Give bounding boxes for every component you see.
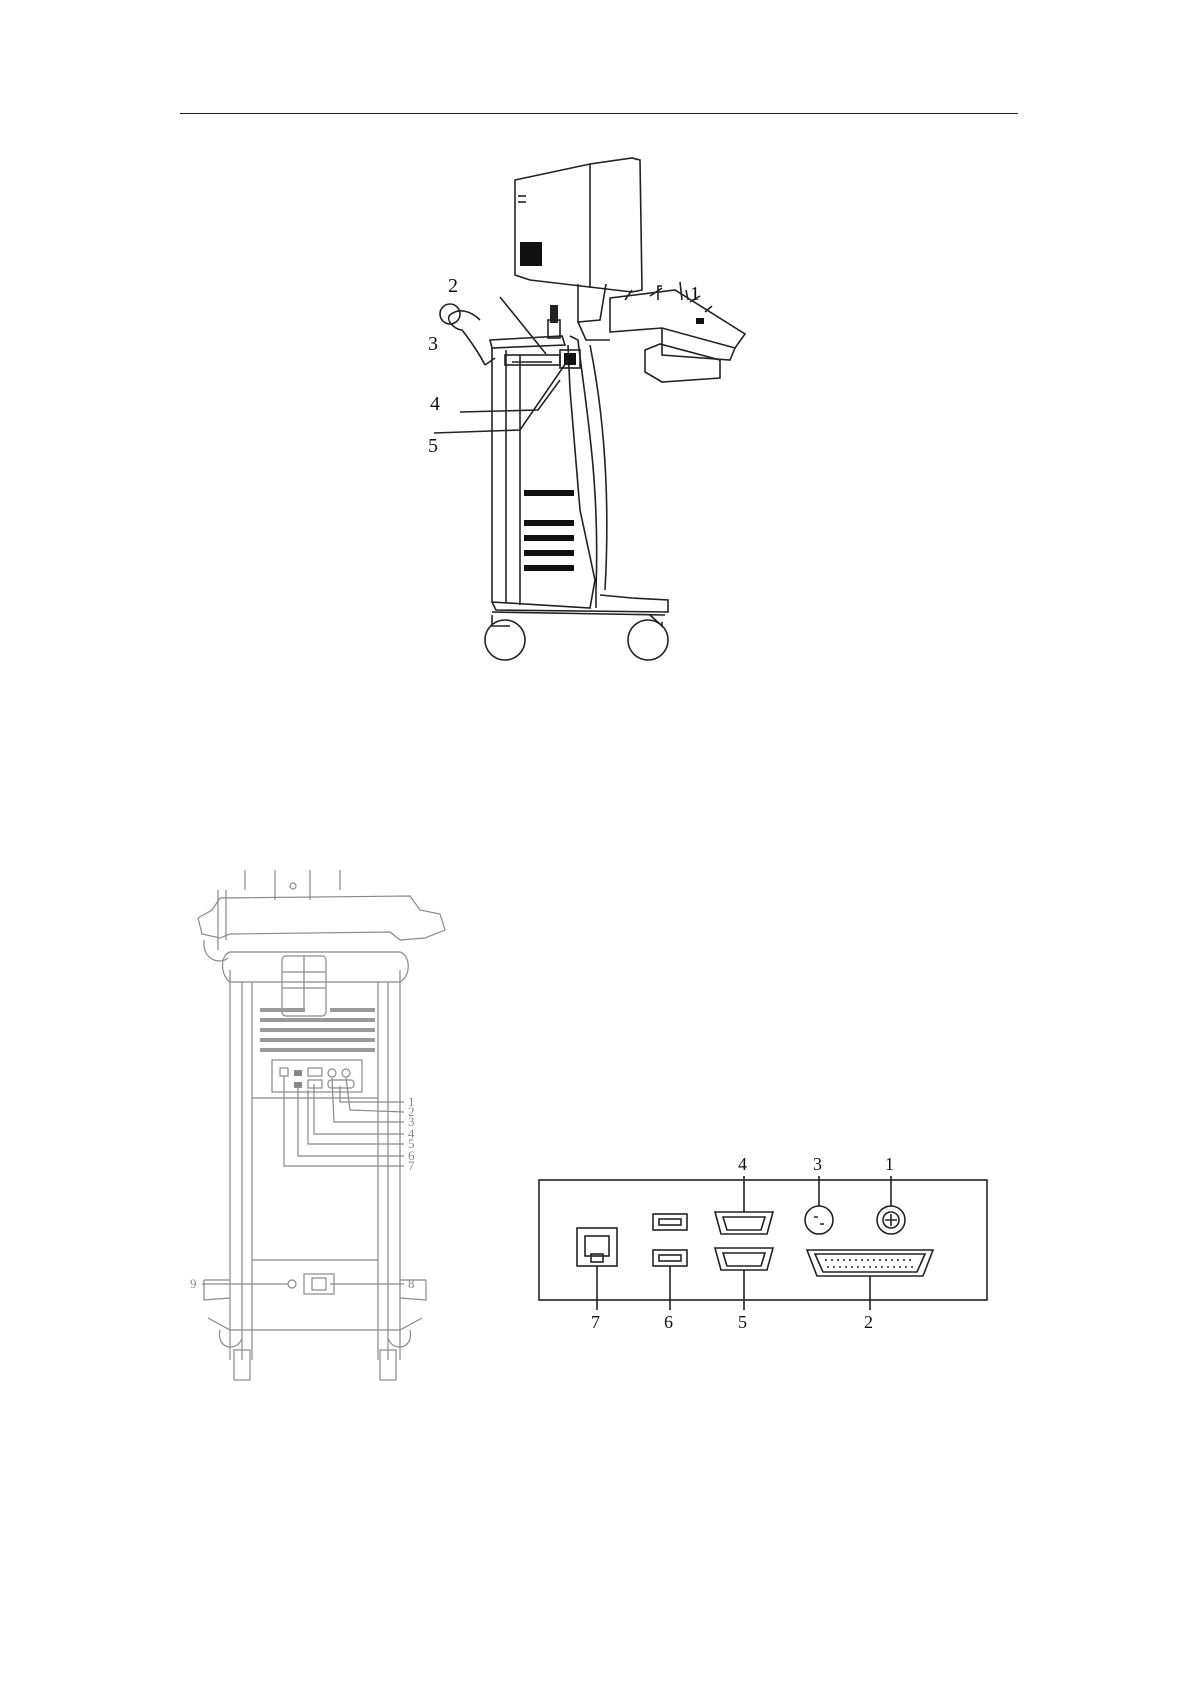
io-label-3: 3 [813,1154,822,1174]
round-connector-3 [805,1206,833,1234]
power-inlet [304,1274,334,1294]
io-panel-figure: 4 3 1 7 6 5 2 [535,1150,995,1340]
usb-port-top [653,1214,687,1230]
ethernet-port [577,1228,617,1266]
io-label-6: 6 [664,1312,673,1332]
body-vents [524,490,574,571]
rear-leaders [202,1076,404,1284]
callout-5: 5 [428,435,438,457]
rear-callout-9: 9 [190,1276,197,1291]
io-label-5: 5 [738,1312,747,1332]
rear-callout-7: 7 [408,1158,415,1173]
io-panel-frame [539,1180,987,1300]
caster-rear [628,615,668,660]
monitor-housing [515,158,642,292]
round-connector-1 [877,1206,905,1234]
io-label-1: 1 [885,1154,894,1174]
keyboard-tray [645,344,720,382]
io-label-4: 4 [738,1154,747,1174]
control-panel [610,290,745,348]
io-label-7: 7 [591,1312,600,1332]
serial-port [715,1248,773,1270]
parallel-port [807,1250,933,1276]
side-view-figure: 2 1 3 4 5 [400,150,760,670]
vga-port [715,1212,773,1234]
callout-4: 4 [430,393,440,415]
monitor-vent [520,242,542,266]
rear-grille [260,1008,375,1052]
callout-1: 1 [690,283,700,305]
callout-3: 3 [428,333,438,355]
rear-view-figure: 1 2 3 4 5 6 7 8 9 [190,860,470,1380]
dvd-drive [505,355,560,365]
usb-port-bottom [653,1250,687,1266]
callout-2: 2 [448,275,458,297]
caster-front [485,615,525,660]
rear-callout-8: 8 [408,1276,415,1291]
io-label-2: 2 [864,1312,873,1332]
header-rule [180,113,1018,114]
